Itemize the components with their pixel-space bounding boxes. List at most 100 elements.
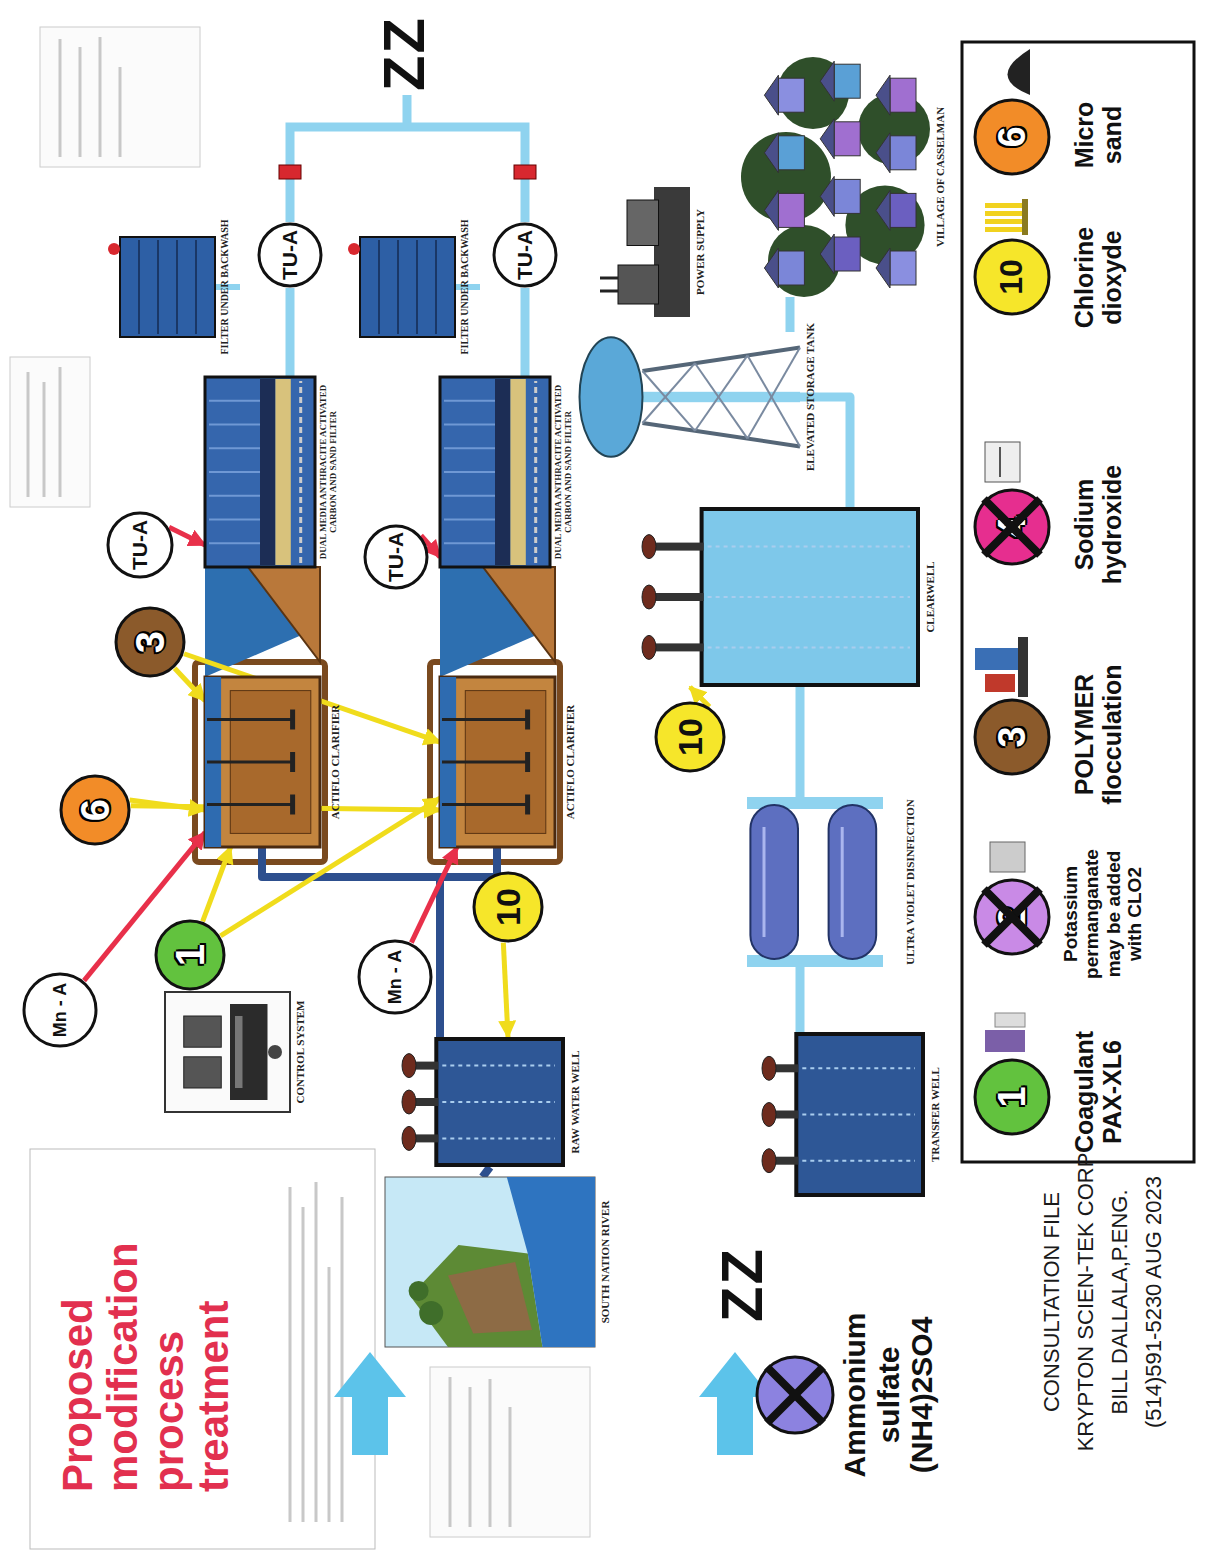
unit-caption: CLEARWELL [924, 477, 936, 717]
callout-circle: TU-A [492, 222, 558, 288]
callout-number: 10 [972, 237, 1052, 317]
sand-pile [1008, 49, 1031, 95]
house [890, 136, 916, 170]
fine-print [328, 1267, 331, 1522]
node-outline [120, 237, 215, 337]
house [778, 136, 804, 170]
media-line [397, 240, 399, 334]
process-unit: DUAL MEDIA ANTHRACITE ACTIVATED CARBON A… [205, 377, 315, 567]
callout-text: 6 [59, 774, 131, 846]
inflow-arrow [699, 1352, 771, 1455]
callout-circle: Mn - A [357, 939, 433, 1015]
callout-circle: 3 [114, 606, 186, 678]
pump-motor [642, 535, 656, 559]
process-unit: ELEVATED STORAGE TANK [575, 332, 800, 462]
legend-text: Micro sand [1070, 85, 1126, 185]
node-outline [205, 677, 320, 847]
unit-caption: ULTRA VIOLET DISINFECTION [904, 767, 916, 997]
filter-trough [444, 447, 495, 449]
tank-body [436, 1039, 563, 1165]
callout-text: TU-A [492, 222, 558, 288]
sand-layer [510, 379, 525, 565]
node-outline [165, 992, 290, 1112]
product-icon [975, 648, 1020, 670]
node-outline [440, 677, 555, 847]
filter-trough [209, 471, 260, 473]
process-unit: FILTER UNDER BACKWASH [360, 237, 455, 337]
monitor [184, 1016, 222, 1047]
fine-print [302, 1207, 305, 1522]
legend-text: POLYMER flocculation [1070, 642, 1126, 827]
mixer-blade [290, 795, 295, 815]
pump-column [442, 1137, 555, 1139]
clarifier-basin [205, 677, 320, 847]
callout-text: 10 [472, 871, 544, 943]
roof [876, 190, 890, 230]
media-line [195, 240, 197, 334]
process-unit: SOUTH NATION RIVER [385, 1177, 595, 1347]
fine-print [27, 372, 30, 497]
process-unit: ULTRA VIOLET DISINFECTION [730, 797, 900, 967]
callout-text: 3 [114, 606, 186, 678]
fine-print [509, 1407, 512, 1527]
crossed-out-mark [984, 889, 1040, 945]
legend-swatch [975, 100, 1049, 174]
fine-print [315, 1182, 318, 1522]
node-outline [750, 57, 930, 297]
unit-caption: VILLAGE OF CASSELMAN [934, 27, 946, 327]
filter-trough [444, 495, 495, 497]
inlet-pipe-loop [430, 662, 560, 862]
valve [348, 243, 360, 255]
node-outline [640, 507, 920, 687]
media-line [138, 240, 140, 334]
lamella-settler [205, 567, 320, 677]
callout-arrow [411, 847, 457, 943]
sand-layer [275, 379, 290, 565]
callout-arrow [175, 668, 205, 700]
info-panel [430, 1367, 590, 1537]
mixer-blade [525, 710, 530, 730]
legend-swatch [975, 490, 1049, 564]
cross-brace [748, 355, 801, 446]
mixer-shaft [442, 718, 530, 721]
monitor [184, 1057, 222, 1088]
valve [108, 243, 120, 255]
insulator [600, 290, 618, 293]
product-icon [985, 674, 1015, 692]
callout-number: 2 [972, 877, 1052, 957]
water-tank [580, 337, 643, 457]
filter-cell [205, 377, 315, 567]
fine-print [99, 37, 102, 157]
fine-print [489, 1379, 492, 1527]
mixer-shaft [207, 803, 295, 806]
roof [876, 75, 890, 115]
callout-circle: Mn - A [22, 972, 98, 1048]
callout-text: 1 [154, 919, 226, 991]
house [834, 179, 860, 213]
unit-caption: POWER SUPPLY [694, 157, 706, 347]
underdrain [299, 381, 302, 563]
pump-motor [762, 1149, 776, 1173]
lamella-settler [440, 567, 555, 677]
process-unit: DUAL MEDIA ANTHRACITE ACTIVATED CARBON A… [440, 377, 550, 567]
cliff [410, 1245, 542, 1347]
callout-number: 3 [972, 697, 1052, 777]
filter-trough [209, 400, 260, 402]
unit-caption: SOUTH NATION RIVER [599, 1147, 611, 1377]
tank-body [796, 1034, 923, 1195]
product-icon [990, 842, 1025, 872]
rock-face [448, 1262, 532, 1333]
process-unit: CONTROL SYSTEM [165, 992, 290, 1112]
node-outline [730, 797, 900, 967]
reactor-highlight [763, 827, 766, 937]
unit-caption: FILTER UNDER BACKWASH [219, 207, 230, 367]
process-unit: VILLAGE OF CASSELMAN [750, 57, 930, 297]
pump-column [708, 596, 910, 598]
legend-text: Sodium hydroxide [1070, 447, 1126, 602]
inflow-arrow [334, 1352, 406, 1455]
node-outline [400, 1037, 565, 1167]
pipe-connector [286, 288, 295, 377]
